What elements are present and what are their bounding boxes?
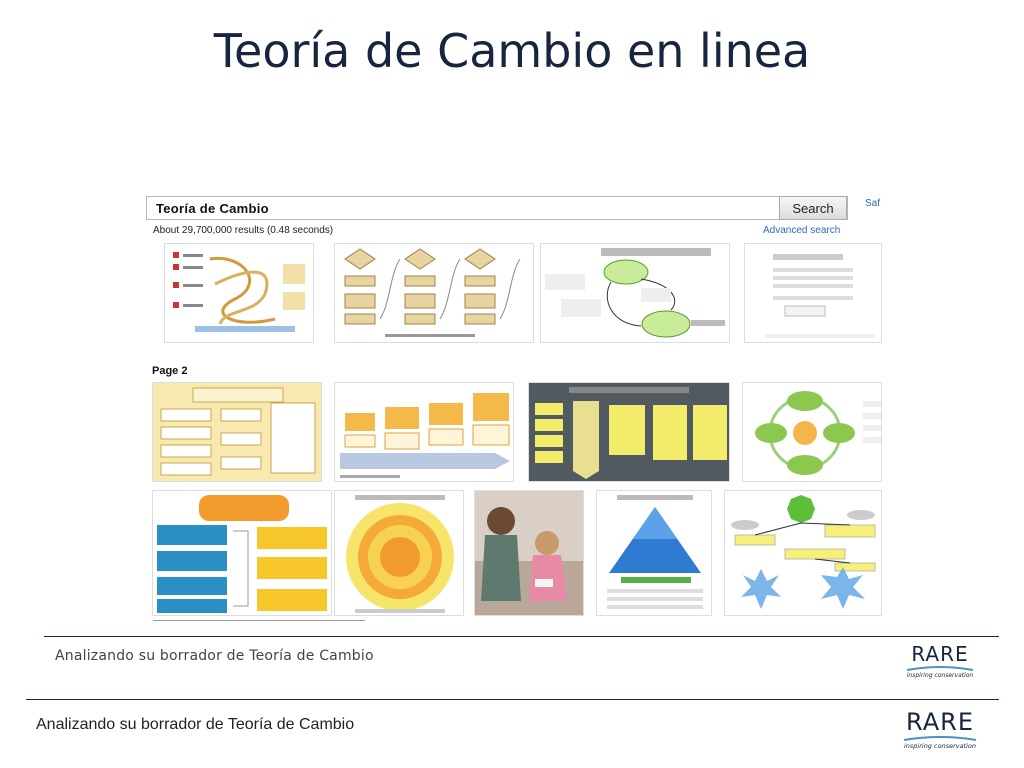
image-result-pyramid[interactable] [596,490,712,616]
image-result-arrow-process[interactable] [334,382,514,482]
image-result-theory-of-change[interactable] [152,382,322,482]
safesearch-link[interactable]: Saf [865,198,881,209]
image-result-circle-wheel[interactable] [742,382,882,482]
image-result-concentric-circles[interactable] [334,490,464,616]
inner-footer-rule [44,636,999,637]
search-button[interactable]: Search [779,196,847,220]
outer-footer-text: Analizando su borrador de Teoría de Camb… [36,716,355,733]
image-result-flash-notice[interactable] [744,243,882,343]
image-result-diamond-flow[interactable] [334,243,534,343]
page-title: Teoría de Cambio en linea [213,24,811,78]
results-stats: About 29,700,000 results (0.48 seconds) [153,225,334,236]
image-result-yellow-blue-boxes[interactable] [152,490,332,616]
page-label: Page 2 [152,365,188,377]
image-result-star-network[interactable] [724,490,882,616]
outer-footer-rule [26,699,999,700]
inner-footer-text: Analizando su borrador de Teoría de Camb… [55,648,374,664]
divider [153,620,365,621]
rare-logo-inner: RARE inspiring conservation [906,642,974,679]
image-result-grid-columns[interactable] [528,382,730,482]
image-result-cycle[interactable] [540,243,730,343]
search-input[interactable]: Teoría de Cambio [146,196,848,220]
advanced-search-link[interactable]: Advanced search [763,225,841,236]
image-result-flowchart[interactable] [164,243,314,343]
image-result-photo[interactable] [474,490,584,616]
rare-logo-outer: RARE inspiring conservation [903,708,977,750]
search-results-screenshot: Teoría de Cambio Search Saf About 29,700… [138,188,883,623]
search-query-text: Teoría de Cambio [156,201,269,216]
